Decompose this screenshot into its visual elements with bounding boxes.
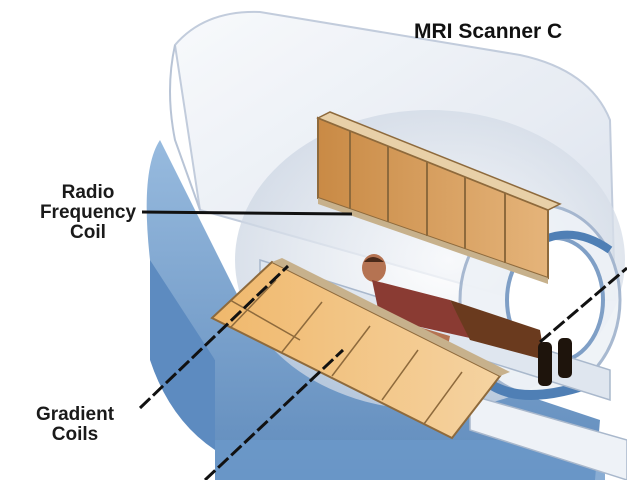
rf-coil bbox=[316, 111, 562, 284]
rf-coil-label-line-3: Coil bbox=[70, 221, 106, 243]
gradient-coils-label-line-1: Gradient bbox=[35, 404, 115, 425]
rf-coil-label-line-1: Radio bbox=[61, 182, 115, 203]
patient-figure bbox=[362, 254, 572, 386]
rf-coil-label-line-2: Frequency bbox=[39, 201, 137, 223]
leader-lines bbox=[138, 210, 627, 480]
gradient-coils-label-line-2: Coils bbox=[51, 423, 99, 445]
rf-coil-label: Radio Frequency Coil bbox=[28, 183, 148, 243]
gradient-coils-label: Gradient Coils bbox=[20, 405, 130, 445]
diagram-title: MRI Scanner C bbox=[414, 20, 563, 43]
gradient-coils bbox=[210, 258, 510, 440]
